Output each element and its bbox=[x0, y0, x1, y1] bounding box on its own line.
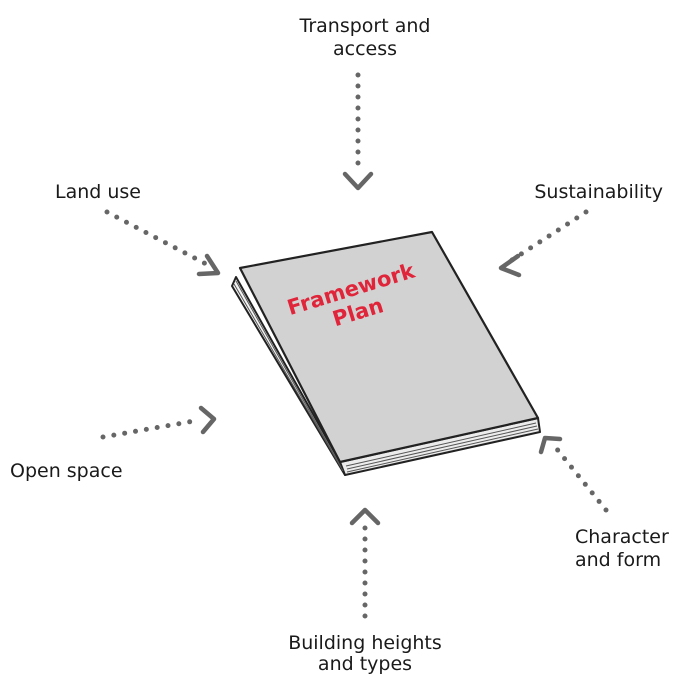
arrow-building bbox=[352, 510, 378, 616]
arrow-character bbox=[541, 438, 606, 510]
framework-plan-book: Framework Plan bbox=[232, 232, 540, 475]
arrow-transport bbox=[345, 75, 371, 188]
arrow-open-space bbox=[103, 408, 214, 437]
arrow-land-use bbox=[107, 212, 218, 274]
arrow-sustainability bbox=[501, 212, 586, 275]
